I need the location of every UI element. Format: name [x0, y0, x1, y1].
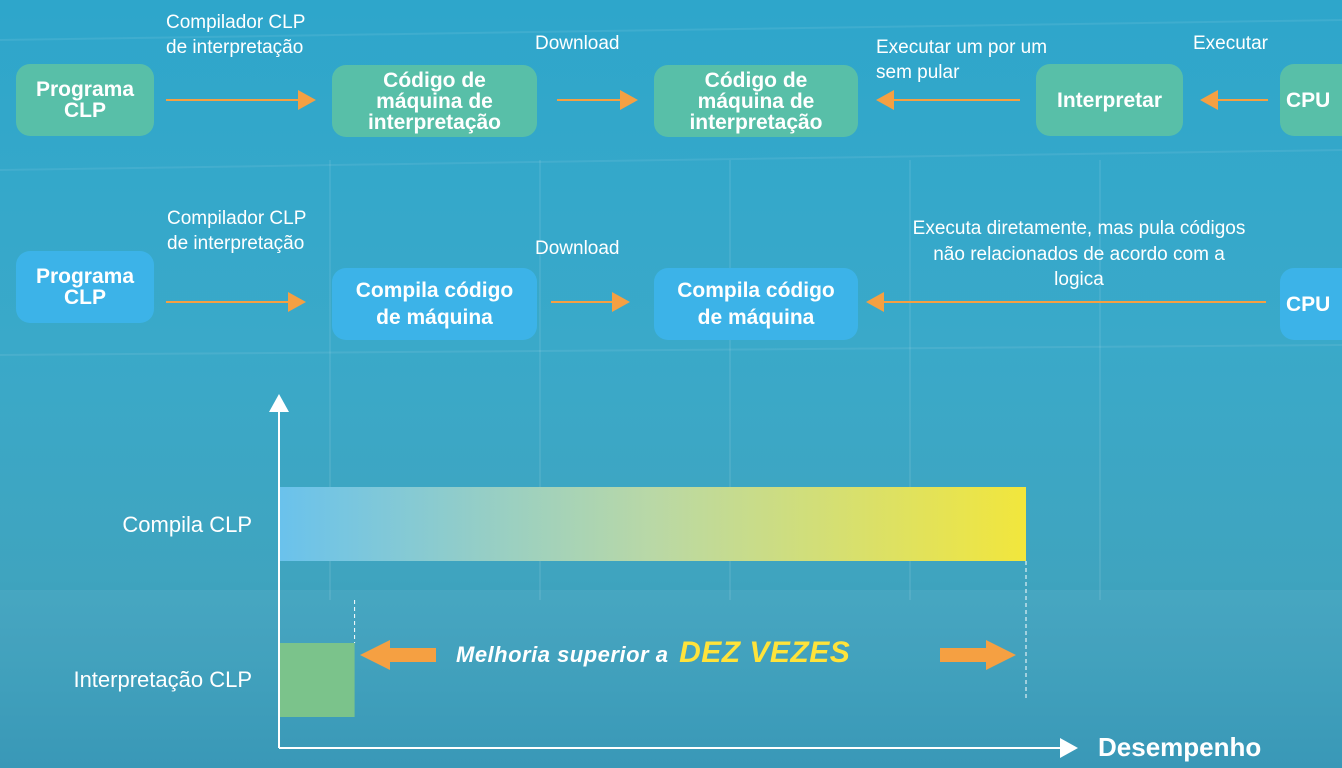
arrow-download-1 — [557, 90, 638, 110]
programa-clp-box-1: Programa CLP — [16, 64, 154, 136]
arrow-execute-2 — [866, 292, 1266, 312]
bar-label-compile: Compila CLP — [122, 512, 252, 537]
download-label-2: Download — [535, 238, 620, 259]
bar-label-interpretation: Interpretação CLP — [73, 667, 252, 692]
execute-label: Executar — [1193, 33, 1268, 54]
compiler-label-1: Compilador CLP de interpretação — [166, 12, 306, 58]
y-axis-arrowhead — [269, 394, 289, 412]
arrow-compile-2 — [166, 292, 306, 312]
execute-one-by-one-label: Executar um por um sem pular — [876, 37, 1048, 83]
download-label-1: Download — [535, 33, 620, 54]
left-block-arrow — [360, 640, 436, 670]
right-block-arrow — [940, 640, 1016, 670]
cpu-box-1: CPU — [1280, 64, 1342, 136]
arrow-download-2 — [551, 292, 630, 312]
compiler-label-2: Compilador CLP de interpretação — [167, 208, 307, 254]
programa-clp-box-2: Programa CLP — [16, 251, 154, 323]
interpret-box: Interpretar — [1036, 64, 1183, 136]
improvement-annotation: Melhoria superior a DEZ VEZES — [456, 636, 850, 670]
arrow-compile-1 — [166, 90, 316, 110]
annotation-emphasis: DEZ VEZES — [679, 636, 851, 669]
arrow-execute-1 — [876, 90, 1020, 110]
compile-code-box-1: Compila código de máquina — [332, 268, 537, 340]
arrow-cpu-1 — [1200, 90, 1268, 110]
x-axis-label: Desempenho — [1098, 732, 1262, 762]
interp-code-box-2: Código de máquina de interpretação — [654, 65, 858, 137]
cpu-box-2: CPU — [1280, 268, 1342, 340]
x-axis-arrowhead — [1060, 738, 1078, 758]
bar-interpretation-clp — [280, 643, 355, 717]
compile-code-box-2: Compila código de máquina — [654, 268, 858, 340]
annotation-prefix: Melhoria superior a — [456, 642, 669, 667]
execute-directly-label: Executa diretamente, mas pula códigos nã… — [912, 218, 1246, 291]
improvement-arrows — [360, 640, 1016, 670]
interp-code-box-1: Código de máquina de interpretação — [332, 65, 537, 137]
bar-compile-clp — [280, 487, 1026, 561]
